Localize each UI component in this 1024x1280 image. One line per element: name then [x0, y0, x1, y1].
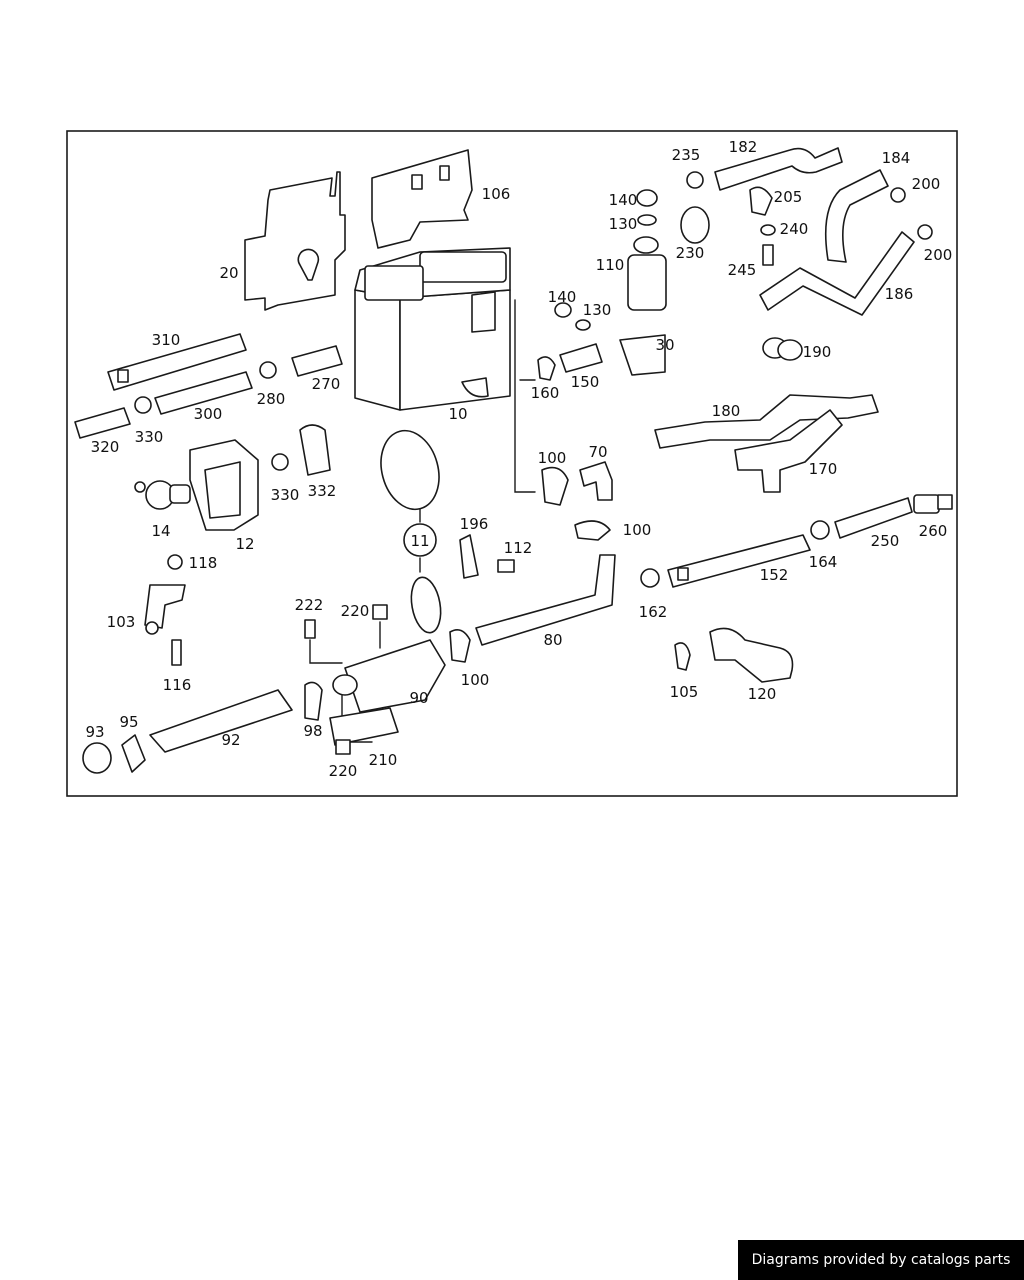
clamps-190 — [762, 337, 803, 361]
callout-label: 130 — [609, 215, 638, 233]
callout-label: 170 — [809, 460, 838, 478]
callout-label: 196 — [460, 515, 489, 533]
callout-label: 80 — [543, 631, 562, 649]
fitting-14 — [134, 480, 191, 510]
clamps-small — [134, 361, 331, 476]
callout-label: 300 — [194, 405, 223, 423]
hose-182 — [680, 147, 843, 266]
callout-label: 186 — [885, 285, 914, 303]
callout-label: 70 — [588, 443, 607, 461]
callout-label: 105 — [670, 683, 699, 701]
callout-label: 12 — [235, 535, 254, 553]
callout-label: 330 — [135, 428, 164, 446]
callout-label: 11 — [410, 532, 429, 550]
callout-label: 90 — [409, 689, 428, 707]
callout-label: 118 — [189, 554, 218, 572]
bracket-20 — [244, 171, 346, 311]
callout-label: 260 — [919, 522, 948, 540]
elbow-70 — [579, 461, 613, 501]
credit-badge: Diagrams provided by catalogs parts — [738, 1240, 1024, 1280]
callout-label: 110 — [596, 256, 625, 274]
callout-label: 162 — [639, 603, 668, 621]
callout-label: 164 — [809, 553, 838, 571]
callout-label: 10 — [448, 405, 467, 423]
callout-label: 100 — [538, 449, 567, 467]
callout-label: 222 — [295, 596, 324, 614]
disc-11 — [380, 429, 442, 634]
callout-label: 182 — [729, 138, 758, 156]
callout-label: 20 — [219, 264, 238, 282]
callout-label: 235 — [672, 146, 701, 164]
callout-label: 112 — [504, 539, 533, 557]
callout-label: 200 — [924, 246, 953, 264]
callout-label: 205 — [774, 188, 803, 206]
callout-label: 120 — [748, 685, 777, 703]
callout-label: 14 — [151, 522, 170, 540]
pipe-152 — [640, 494, 953, 588]
exhaust-group — [82, 604, 446, 774]
hoses-180-170 — [654, 394, 879, 493]
callout-label: 98 — [303, 722, 322, 740]
callout-label: 270 — [312, 375, 341, 393]
callout-label: 200 — [912, 175, 941, 193]
pipe-150 — [537, 343, 603, 381]
callout-label: 332 — [308, 482, 337, 500]
callout-label: 330 — [271, 486, 300, 504]
callout-label: 103 — [107, 613, 136, 631]
callout-label: 93 — [85, 723, 104, 741]
callout-label: 210 — [369, 751, 398, 769]
callout-label: 240 — [780, 220, 809, 238]
callout-label: 180 — [712, 402, 741, 420]
pipes-left — [74, 333, 343, 439]
callout-label: 184 — [882, 149, 911, 167]
bracket-103 — [144, 554, 186, 666]
hose-184-186 — [759, 169, 933, 316]
callout-label: 140 — [548, 288, 577, 306]
callout-label: 230 — [676, 244, 705, 262]
callout-label: 92 — [221, 731, 240, 749]
callout-label: 250 — [871, 532, 900, 550]
callout-label: 245 — [728, 261, 757, 279]
callout-label: 310 — [152, 331, 181, 349]
callout-label: 130 — [583, 301, 612, 319]
heater-unit-10 — [354, 247, 511, 411]
callout-label: 280 — [257, 390, 286, 408]
mount-110 — [554, 189, 667, 376]
callout-label: 150 — [571, 373, 600, 391]
callout-label: 95 — [119, 713, 138, 731]
callout-label: 106 — [482, 185, 511, 203]
diagram-frame — [66, 130, 958, 797]
callout-label: 116 — [163, 676, 192, 694]
housing-12 — [189, 439, 259, 531]
callout-label: 152 — [760, 566, 789, 584]
callout-label: 220 — [341, 602, 370, 620]
callout-label: 30 — [655, 336, 674, 354]
hose-120 — [674, 627, 794, 683]
pipe-80 — [449, 466, 616, 663]
callout-label: 140 — [609, 191, 638, 209]
callout-label: 320 — [91, 438, 120, 456]
callout-label: 160 — [531, 384, 560, 402]
callout-label: 100 — [461, 671, 490, 689]
callout-label: 100 — [623, 521, 652, 539]
plate-106 — [371, 149, 473, 249]
callout-label: 190 — [803, 343, 832, 361]
callout-labels: 10 11 12 14 20 30 70 80 90 92 93 95 98 1… — [85, 138, 952, 780]
callout-label: 220 — [329, 762, 358, 780]
